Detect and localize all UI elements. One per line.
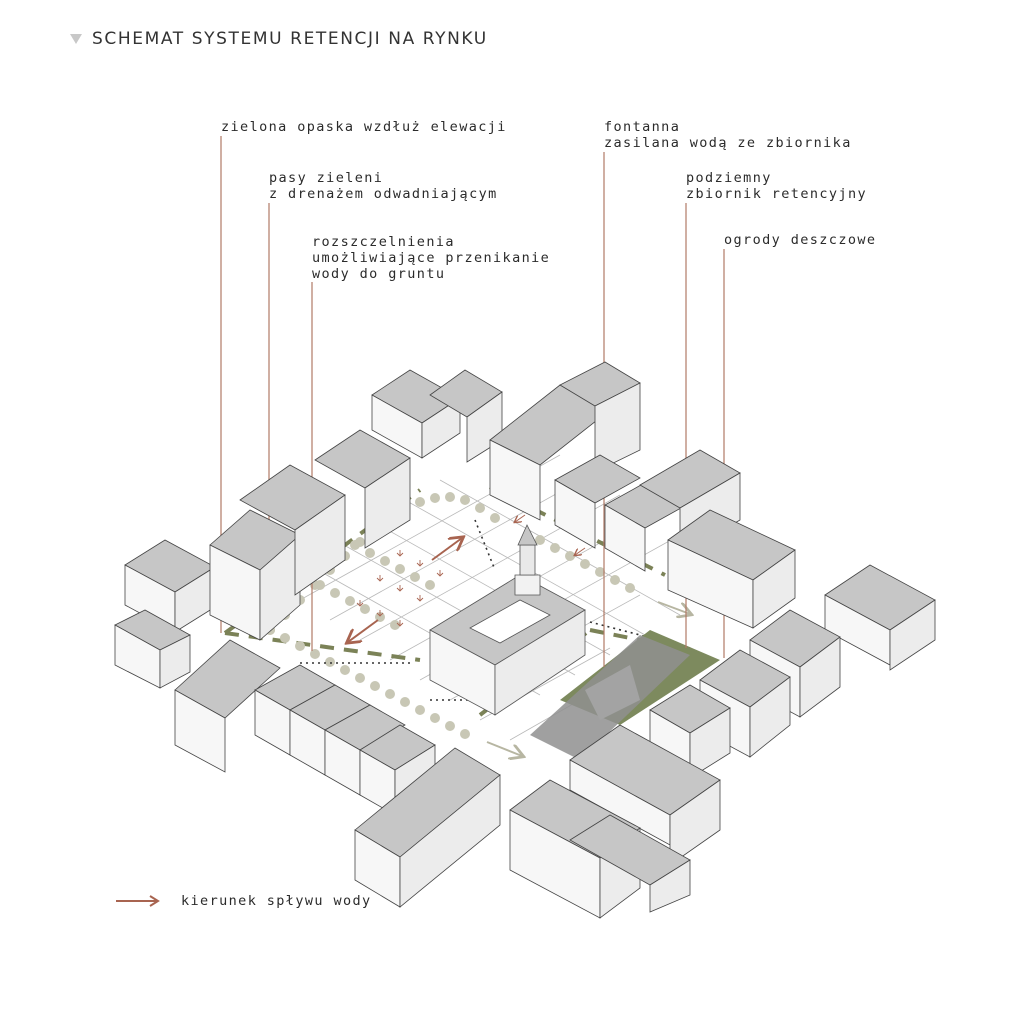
label-green-band: zielona opaska wzdłuż elewacji [221,119,507,135]
label-line: wody do gruntu [312,266,446,282]
fountain-area [585,665,640,720]
building [489,384,611,521]
label-green-strips: pasy zieleni z drenażem odwadniającym [269,170,498,202]
water-flow-arrows [348,538,462,642]
title-text: SCHEMAT SYSTEMU RETENCJI NA RYNKU [92,29,488,49]
label-line: umożliwiające przenikanie [312,250,551,266]
label-line: zasilana wodą ze zbiornika [604,135,852,151]
building [559,361,641,473]
label-unsealing: rozszczelnienia umożliwiające przenikani… [312,234,550,282]
building [554,454,641,549]
drainage-dotted-lines [300,519,691,701]
building [569,814,691,913]
building [354,747,501,908]
town-hall [429,524,586,716]
diagram-title: SCHEMAT SYSTEMU RETENCJI NA RYNKU [70,29,488,49]
small-flow-arrows [515,514,586,555]
building [667,509,796,629]
flow-arrow-icon [116,895,160,907]
building [209,509,301,641]
label-line: podziemny [686,170,772,186]
label-line: z drenażem odwadniającym [269,186,498,202]
label-rain-gardens: ogrody deszczowe [724,232,876,248]
drain-arrows [486,601,690,756]
buildings [114,361,936,919]
building [569,724,721,866]
label-line: zielona opaska wzdłuż elewacji [221,119,507,135]
label-fountain: fontanna zasilana wodą ze zbiornika [604,119,852,151]
title-triangle-icon [70,34,82,44]
building [239,464,346,596]
building [174,639,281,773]
legend-label: kierunek spływu wody [181,893,372,909]
building [114,609,191,689]
building [314,429,411,549]
label-line: zbiornik retencyjny [686,186,868,202]
label-line: ogrody deszczowe [724,232,877,248]
legend: kierunek spływu wody [115,893,372,909]
building [649,684,731,779]
label-line: fontanna [604,119,681,135]
label-line: rozszczelnienia [312,234,455,250]
building [359,724,436,816]
building [824,564,936,671]
infiltration-arrows [356,550,444,627]
label-line: pasy zieleni [269,170,384,186]
building [371,369,461,459]
label-tank: podziemny zbiornik retencyjny [686,170,867,202]
